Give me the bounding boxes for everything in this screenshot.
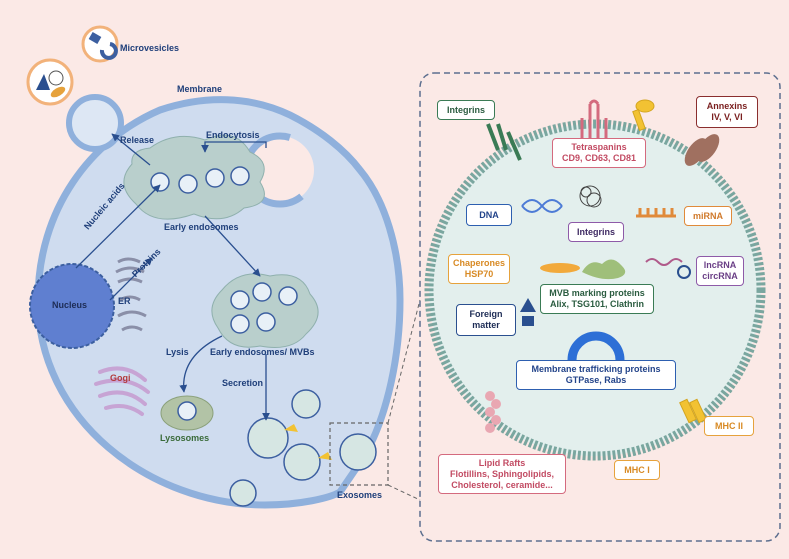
label-lysosomes: Lysosomes	[160, 433, 210, 443]
box-membrane-trafficking: Membrane trafficking proteins GTPase, Ra…	[516, 360, 676, 390]
box-mhc1: MHC I	[614, 460, 660, 480]
foreign-line-1: Foreign	[469, 309, 503, 319]
mvb-title: MVB marking proteins	[549, 288, 645, 298]
box-mvb-marking-proteins: MVB marking proteins Alix, TSG101, Clath…	[540, 284, 654, 314]
circrna-label: circRNA	[702, 271, 738, 281]
label-early-endosomes: Early endosomes	[164, 222, 239, 232]
label-nucleus: Nucleus	[52, 300, 88, 310]
yellow-receptor-icon	[632, 99, 655, 132]
annexin-icon	[684, 134, 720, 166]
membrane-traffic-title: Membrane trafficking proteins	[531, 364, 661, 374]
pathway-arrows	[75, 133, 270, 421]
box-integrins-top: Integrins	[437, 100, 495, 120]
box-chaperones: Chaperones HSP70	[448, 254, 510, 284]
dna-icon	[521, 199, 563, 213]
label-early-endosomes-mvbs: Early endosomes/ MVBs	[210, 347, 315, 357]
mirna-icon	[636, 208, 676, 218]
integrin-icon	[486, 123, 522, 161]
box-mirna: miRNA	[684, 206, 732, 226]
label-lysis: Lysis	[166, 347, 189, 357]
protein-tangle-icon	[579, 185, 602, 208]
mvb-list: Alix, TSG101, Clathrin	[549, 299, 645, 309]
mvb-protein-icon	[582, 259, 626, 280]
label-microvesicles: Microvesicles	[120, 43, 180, 53]
label-endocytosis: Endocytosis	[206, 130, 260, 140]
tetraspanins-list: CD9, CD63, CD81	[561, 153, 637, 163]
label-gogi: Gogi	[110, 373, 131, 383]
lipid-raft-icon	[485, 391, 501, 433]
box-annexins: Annexins IV, V, VI	[696, 96, 758, 128]
hsp70-icon	[540, 263, 580, 273]
annexins-list: IV, V, VI	[711, 112, 743, 122]
lncrna-label: lncRNA	[703, 260, 737, 270]
label-secretion: Secretion	[222, 378, 264, 388]
membrane-traffic-list: GTPase, Rabs	[565, 375, 627, 385]
box-lncrna-circrna: lncRNA circRNA	[696, 256, 744, 286]
label-er: ER	[118, 296, 131, 306]
box-foreign-matter: Foreign matter	[456, 304, 516, 336]
foreign-matter-icon	[520, 298, 536, 326]
lipid-title: Lipid Rafts	[478, 457, 526, 468]
chaperones-title: Chaperones	[453, 258, 506, 268]
annexins-title: Annexins	[706, 101, 748, 111]
microvesicles-cluster	[26, 25, 119, 106]
label-exosomes: Exosomes	[337, 490, 383, 500]
lipid-line-3: Cholesterol, ceramide...	[451, 479, 553, 490]
label-membrane: Membrane	[177, 84, 223, 94]
foreign-line-2: matter	[472, 320, 500, 330]
box-lipid-rafts: Lipid Rafts Flotillins, Sphingolipids, C…	[438, 454, 566, 494]
box-tetraspanins: Tetraspanins CD9, CD63, CD81	[552, 138, 646, 168]
tetraspanin-icon	[580, 99, 608, 140]
trafficking-arch-icon	[567, 331, 625, 361]
lipid-line-2: Flotillins, Sphingolipids,	[450, 468, 554, 479]
box-dna: DNA	[466, 204, 512, 226]
nucleus	[29, 263, 115, 349]
box-integrins-mid: Integrins	[568, 222, 624, 242]
chaperones-list: HSP70	[464, 269, 494, 279]
lncrna-icon	[645, 258, 691, 279]
mhc2-icon	[679, 398, 707, 424]
box-mhc2: MHC II	[704, 416, 754, 436]
label-release: Release	[120, 135, 155, 145]
golgi-apparatus	[94, 366, 150, 416]
exosome-zoom-box	[329, 422, 389, 486]
mvb-vesicles	[230, 282, 298, 334]
tetraspanins-title: Tetraspanins	[571, 142, 627, 152]
endoplasmic-reticulum	[115, 257, 147, 332]
exosome-detail-panel	[419, 72, 781, 542]
